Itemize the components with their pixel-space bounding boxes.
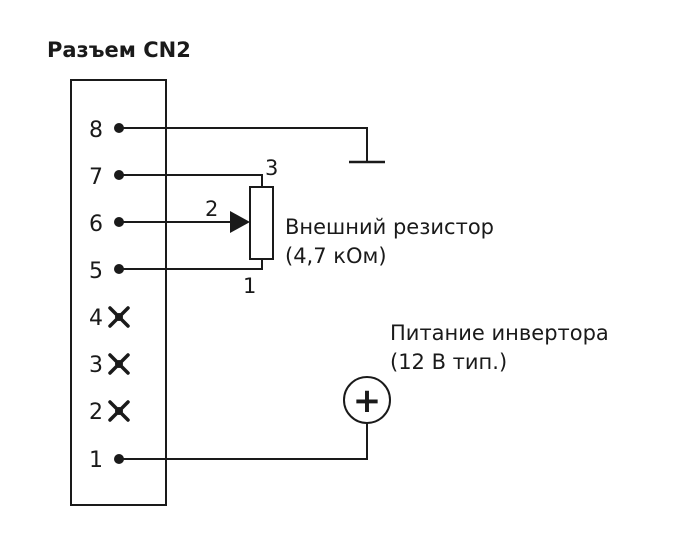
pin-8-wire	[119, 127, 368, 162]
resistor-label: Внешний резистор	[285, 215, 494, 239]
resistor-terminal-2: 2	[205, 197, 218, 221]
pin-label-4: 4	[89, 306, 103, 331]
resistor-terminal-3: 3	[265, 156, 278, 180]
power-value: (12 В тип.)	[390, 350, 507, 374]
pin-label-3: 3	[89, 353, 103, 378]
pin-3-no-connect-icon	[108, 353, 130, 375]
pin-label-5: 5	[89, 259, 103, 284]
wiper-arrow-icon	[230, 211, 250, 233]
pin-label-7: 7	[89, 165, 103, 190]
power-source-icon	[343, 376, 391, 424]
pin-label-6: 6	[89, 212, 103, 237]
connector-body	[70, 79, 167, 506]
pin-1-wire	[119, 423, 368, 460]
resistor-terminal-1: 1	[243, 274, 256, 298]
pin-label-8: 8	[89, 118, 103, 143]
resistor-icon	[249, 186, 274, 260]
pin-7-wire	[119, 174, 263, 187]
pin-2-no-connect-icon	[108, 400, 130, 422]
resistor-value: (4,7 кОм)	[285, 244, 387, 268]
pin-4-no-connect-icon	[108, 306, 130, 328]
pin-label-2: 2	[89, 400, 103, 425]
pin-label-1: 1	[89, 448, 103, 473]
power-label: Питание инвертора	[390, 321, 609, 345]
power-plus-sign: +	[353, 381, 382, 421]
connector-title: Разъем CN2	[47, 38, 191, 62]
pin-5-wire	[119, 259, 263, 270]
